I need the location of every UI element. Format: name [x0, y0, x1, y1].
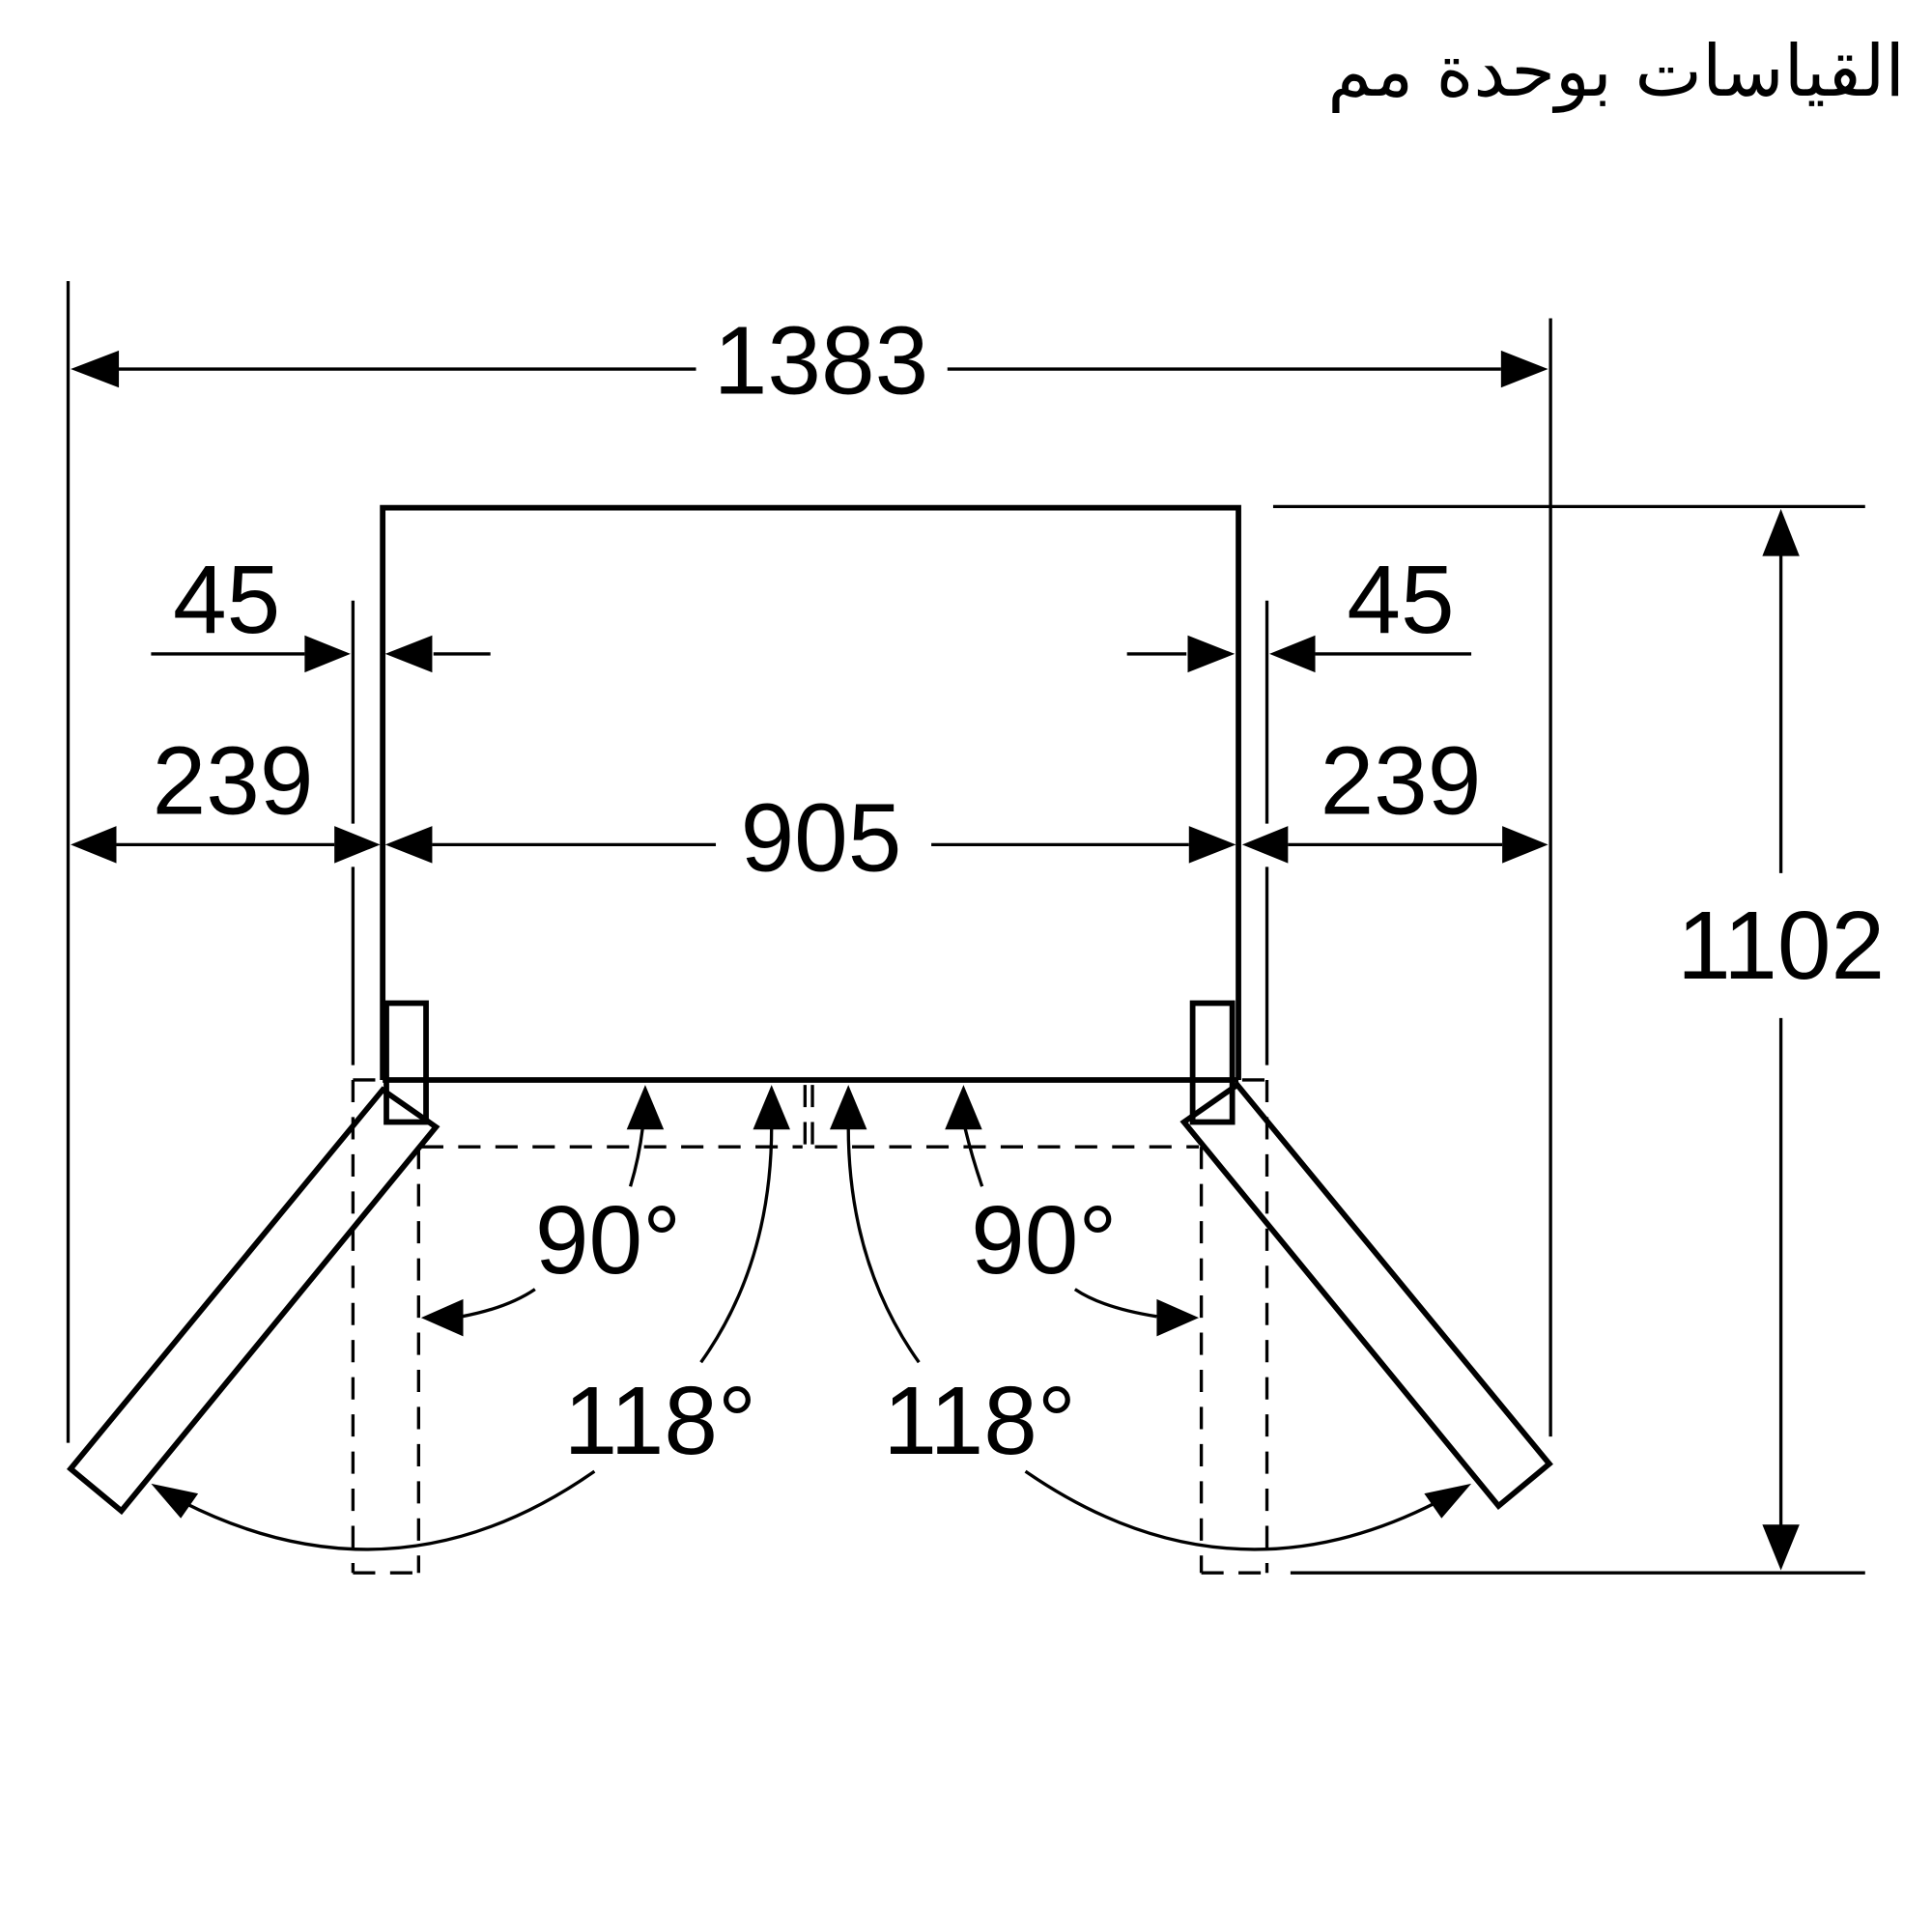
- arrow-right-icon: [304, 635, 351, 673]
- arrow-right-icon: [1188, 826, 1236, 864]
- page-title: القياسات بوحدة مم: [1327, 30, 1905, 113]
- depth-label: 1102: [1677, 892, 1885, 1000]
- arrow-left-icon: [1241, 826, 1289, 864]
- depth-dimension: 1102: [1272, 504, 1885, 1575]
- arrow-up-icon: [829, 1085, 867, 1130]
- left-clearance-label: 239: [153, 726, 314, 835]
- arrow-up-icon: [945, 1085, 982, 1130]
- right-hinge-offset-dimension: 45: [1126, 546, 1472, 824]
- cabinet-width-label: 905: [741, 783, 902, 892]
- arrow-up-icon: [626, 1085, 665, 1130]
- left-door-panel: [67, 1086, 440, 1516]
- left-118-angle-label: 118°: [564, 1367, 756, 1475]
- door-90-degree-outline: [351, 1078, 1269, 1575]
- right-118-angle-label: 118°: [883, 1367, 1075, 1475]
- arrow-left-icon: [384, 635, 433, 673]
- arrow-up-icon: [1762, 508, 1800, 556]
- left-90-angle-label: 90°: [535, 1186, 681, 1294]
- right-hinge: [1189, 1000, 1236, 1125]
- arrow-left-icon: [151, 1483, 199, 1519]
- left-hinge-offset-dimension: 45: [151, 546, 491, 824]
- arrow-right-icon: [1502, 826, 1548, 864]
- right-hinge-offset-label: 45: [1347, 546, 1454, 654]
- arrow-right-icon: [334, 826, 381, 864]
- left-hinge-offset-label: 45: [173, 546, 280, 654]
- left-hinge: [384, 1000, 429, 1125]
- left-door-open: [67, 1086, 440, 1516]
- arrow-left-icon: [1269, 635, 1316, 673]
- right-door-open: [1179, 1081, 1553, 1511]
- fridge-cabinet: [380, 504, 1241, 1125]
- arrow-left-icon: [71, 350, 120, 388]
- arrow-left-icon: [71, 826, 117, 864]
- arrow-right-icon: [1500, 350, 1548, 388]
- right-door-panel: [1179, 1081, 1553, 1511]
- overall-width-dimension: 1383: [66, 281, 1552, 1443]
- arrow-up-icon: [753, 1085, 790, 1130]
- right-clearance-label: 239: [1321, 726, 1482, 835]
- right-90-angle-label: 90°: [971, 1186, 1117, 1294]
- arrow-right-icon: [1156, 1298, 1200, 1337]
- width-breakdown-dimension: 239 905 239: [71, 726, 1548, 1065]
- arrow-left-icon: [384, 826, 433, 864]
- angle-arcs: 90° 118° 90° 118°: [151, 1085, 1472, 1551]
- arrow-right-icon: [1424, 1483, 1472, 1519]
- arrow-right-icon: [1187, 635, 1236, 673]
- arrow-down-icon: [1762, 1524, 1800, 1571]
- overall-width-label: 1383: [714, 307, 928, 415]
- arrow-left-icon: [420, 1298, 464, 1337]
